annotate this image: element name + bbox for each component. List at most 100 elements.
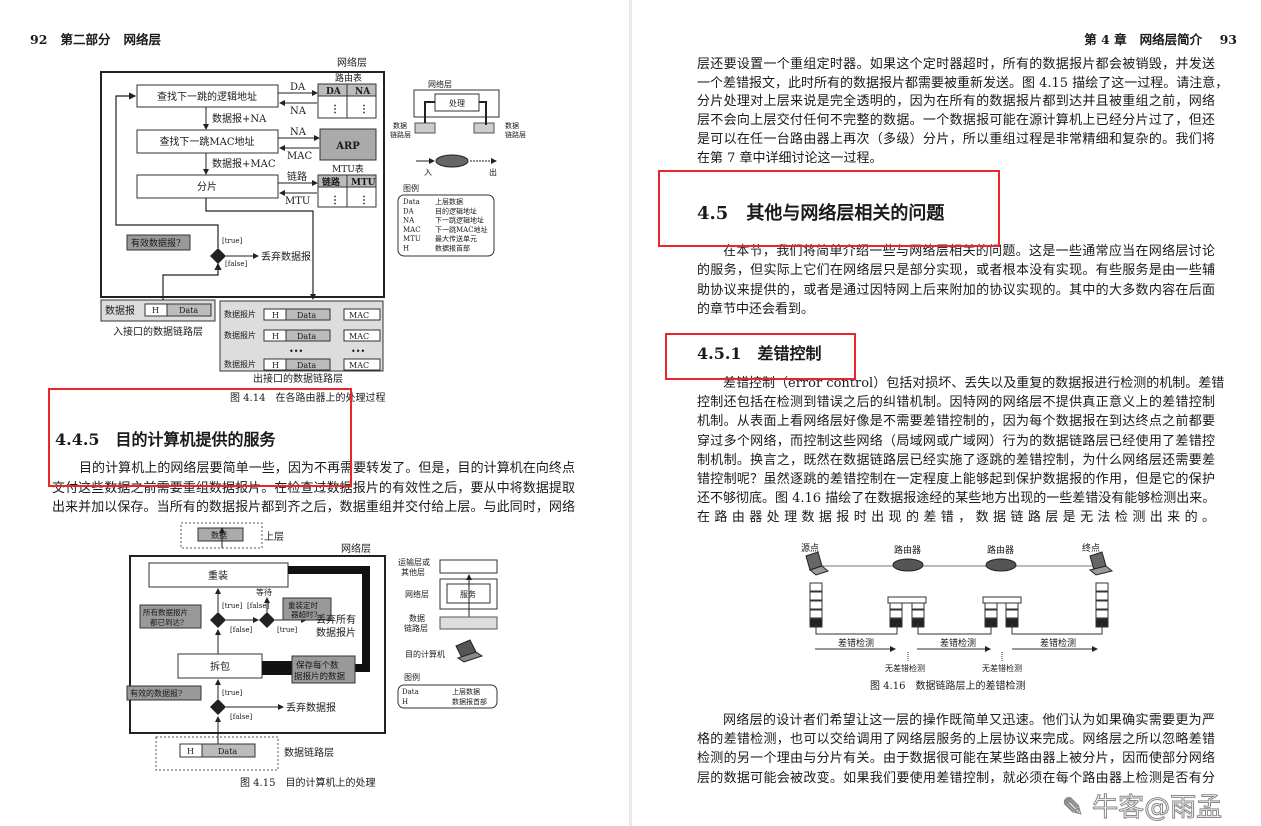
chapter-title: 网络层简介: [1139, 32, 1203, 47]
protocol-layer: [809, 609, 823, 619]
highlight-box: [665, 333, 856, 380]
error-detection-label: 差错检测: [940, 637, 976, 649]
upper-data-label: 数据: [211, 530, 227, 540]
paragraph-line: 出来并加以保存。当所有的数据报片都到齐之后，数据重组并交付给上层。与此同时，网络: [52, 500, 575, 515]
timer-note: 重装定时: [288, 600, 318, 610]
save-label: 据报片的数据: [294, 671, 346, 682]
protocol-layer: [1005, 609, 1019, 619]
out-interface-label: 出接口的数据链路层: [253, 372, 343, 385]
part-label: 第二部分: [60, 32, 111, 47]
svg-text:⋮: ⋮: [359, 195, 369, 206]
highlight-box: [658, 170, 1000, 247]
paragraph-line: 错控制呢？虽然逐跳的差错控制在一定程度上能够起到保护数据报的作用，但是它的保护: [697, 472, 1215, 487]
data-label: Data: [297, 311, 316, 320]
legend-key: NA: [403, 217, 415, 225]
out-label: 出: [489, 167, 497, 177]
true-label: [true]: [222, 689, 243, 697]
discard-label: 丢弃数据报: [286, 701, 336, 714]
legend-value: 上层数据: [452, 687, 480, 696]
paragraph-line: 层还要设置一个重组定时器。如果这个定时器超时，所有的数据报片都会被销毁，并发送: [697, 57, 1215, 72]
protocol-layer: [1095, 582, 1109, 592]
side-service-label: 服务: [460, 589, 476, 599]
valid-note: [126, 234, 191, 251]
figure-4-14: 网络层 查找下一跳的逻辑地址 查找下一跳MAC地址 分片 数据报+NA 数据报+…: [100, 56, 526, 404]
mac-label: MAC: [349, 311, 369, 320]
paragraph-line: 在路由器处理数据报时出现的差错，数据链路层是无法检测出来的。: [697, 510, 1215, 526]
paragraph-line: 还不够彻底。图 4.16 描绘了在数据报途经的某些地方出现的一些差错没有能够检测…: [697, 491, 1216, 507]
laptop-icon: [1088, 551, 1114, 576]
paragraph-line: 穿过多个网络，而控制这些网络（局域网或广域网）行为的数据链路层已经使用了差错控: [697, 433, 1215, 449]
section-heading-4-5-1: 4.5.1 差错控制: [697, 344, 822, 363]
paragraph-line: 机制。从表面上看网络层好像是不需要差错控制的，因为每个数据报在到达终点之前都要: [697, 414, 1215, 430]
ellipsis: •••: [351, 347, 365, 356]
watermark-text: 牛客@雨孟: [1092, 793, 1223, 824]
legend-value: 下一跳MAC地址: [435, 225, 488, 234]
mini-dll-label: 数据: [393, 121, 407, 130]
all-arrived-note: 都已到达?: [150, 617, 184, 627]
fragment-label: 数据报片: [224, 330, 256, 340]
data-label: Data: [297, 361, 316, 370]
legend-key: MTU: [403, 235, 421, 243]
paragraph-line: 格的差错检测，也可以交给调用了网络层服务的上层协议来完成。网络层之所以忽略差错: [697, 732, 1215, 748]
error-detection-label: 差错检测: [838, 637, 874, 649]
step3-label: 分片: [197, 180, 217, 193]
svg-text:⋮: ⋮: [330, 104, 340, 115]
no-error-detection-label: 无差错检测: [885, 663, 925, 673]
valid-note-label: 有效数据报?: [131, 237, 181, 249]
legend-key: DA: [403, 207, 415, 215]
table-col: DA: [326, 87, 342, 97]
data-label: Data: [297, 332, 316, 341]
part-title: 网络层: [123, 32, 162, 47]
true-label: [true]: [222, 237, 243, 245]
step-find-mac: [136, 129, 279, 154]
legend-box: [397, 194, 495, 257]
legend-value: 数据报首部: [452, 697, 487, 706]
mac-label: MAC: [287, 151, 312, 162]
legend-value: 下一跳逻辑地址: [435, 216, 484, 225]
paragraph-line: 目的计算机上的网络层要简单一些，因为不再需要转发了。但是，目的计算机在向终点: [79, 461, 575, 476]
valid-note: 有效的数据报?: [130, 688, 182, 698]
legend-title: 图例: [403, 183, 419, 193]
legend-key: MAC: [403, 226, 421, 234]
protocol-layer: [984, 609, 998, 619]
svg-text:⋮: ⋮: [359, 104, 369, 115]
section-heading-4-4-5: 4.4.5 目的计算机提供的服务: [55, 430, 276, 449]
data-label: Data: [179, 306, 198, 315]
step-fragment: [136, 174, 279, 199]
save-label: 保存每个数: [296, 660, 339, 671]
datagram-mac-label: 数据报+MAC: [212, 157, 276, 170]
no-error-detection-label: 无差错检测: [982, 663, 1022, 673]
step1-label: 查找下一跳的逻辑地址: [157, 90, 257, 103]
paragraph-line: 的服务，但实际上它们在网络层只是部分实现，或者根本没有实现。有些服务是由一些辅: [697, 263, 1215, 279]
laptop-icon: [455, 639, 484, 663]
mini-dll-label: 数据: [505, 121, 519, 130]
paragraph-line: 检测的另一个理由与分片有关。由于数据很可能在某些路由器上被分片，因而使部分网络: [697, 751, 1215, 767]
protocol-layer: [809, 591, 823, 601]
legend-value: 上层数据: [435, 197, 463, 206]
fragment-label: 数据报片: [224, 359, 256, 369]
table-col: MTU: [351, 178, 376, 188]
protocol-layer: [1095, 600, 1109, 610]
paragraph-line: 交付这些数据之前需要重组数据报片。在检查过数据报片的有效性之后，要从中将数据提取: [52, 481, 575, 496]
paragraph-line: 一个差错报文，此时所有的数据报片都需要被重新发送。图 4.15 描绘了这一过程。…: [697, 75, 1229, 91]
figure-caption: 图 4.16 数据链路层上的差错检测: [870, 679, 1025, 692]
page-number: 92: [30, 32, 48, 47]
discard-all-label: 丢弃所有: [316, 613, 356, 626]
figure-4-15: 数据 上层 网络层 重装 等待 [true] [false] [false] […: [126, 522, 498, 789]
false-label: [false]: [225, 260, 247, 268]
router-label: 路由器: [987, 544, 1014, 556]
paragraph-line: 控制还包括在检测到错误之后的纠错机制。因特网的网络层不提供真正意义上的差错控制: [697, 395, 1215, 411]
upper-layer-label: 上层: [264, 531, 284, 543]
reassemble-label: 重装: [208, 569, 228, 582]
true-label: [true]: [277, 626, 298, 634]
timer-note: 器超时?: [291, 609, 318, 619]
h-label: H: [187, 747, 194, 756]
discard-all-label: 数据报片: [316, 626, 356, 639]
false-label: [false]: [230, 713, 252, 721]
protocol-layer: [889, 609, 903, 619]
figure-4-16: 源点 路由器 路由器 终点 差错检测 差错检测 差错检测 无差错检测 无差错检测…: [801, 542, 1114, 692]
svg-text:⋮: ⋮: [330, 195, 340, 206]
protocol-layer: [809, 600, 823, 610]
mini-network-label: 网络层: [428, 79, 452, 89]
paragraph-line: 分片处理对上层来说是完全透明的，因为在所有的数据报片都到达并且被重组之前，网络: [697, 94, 1215, 110]
